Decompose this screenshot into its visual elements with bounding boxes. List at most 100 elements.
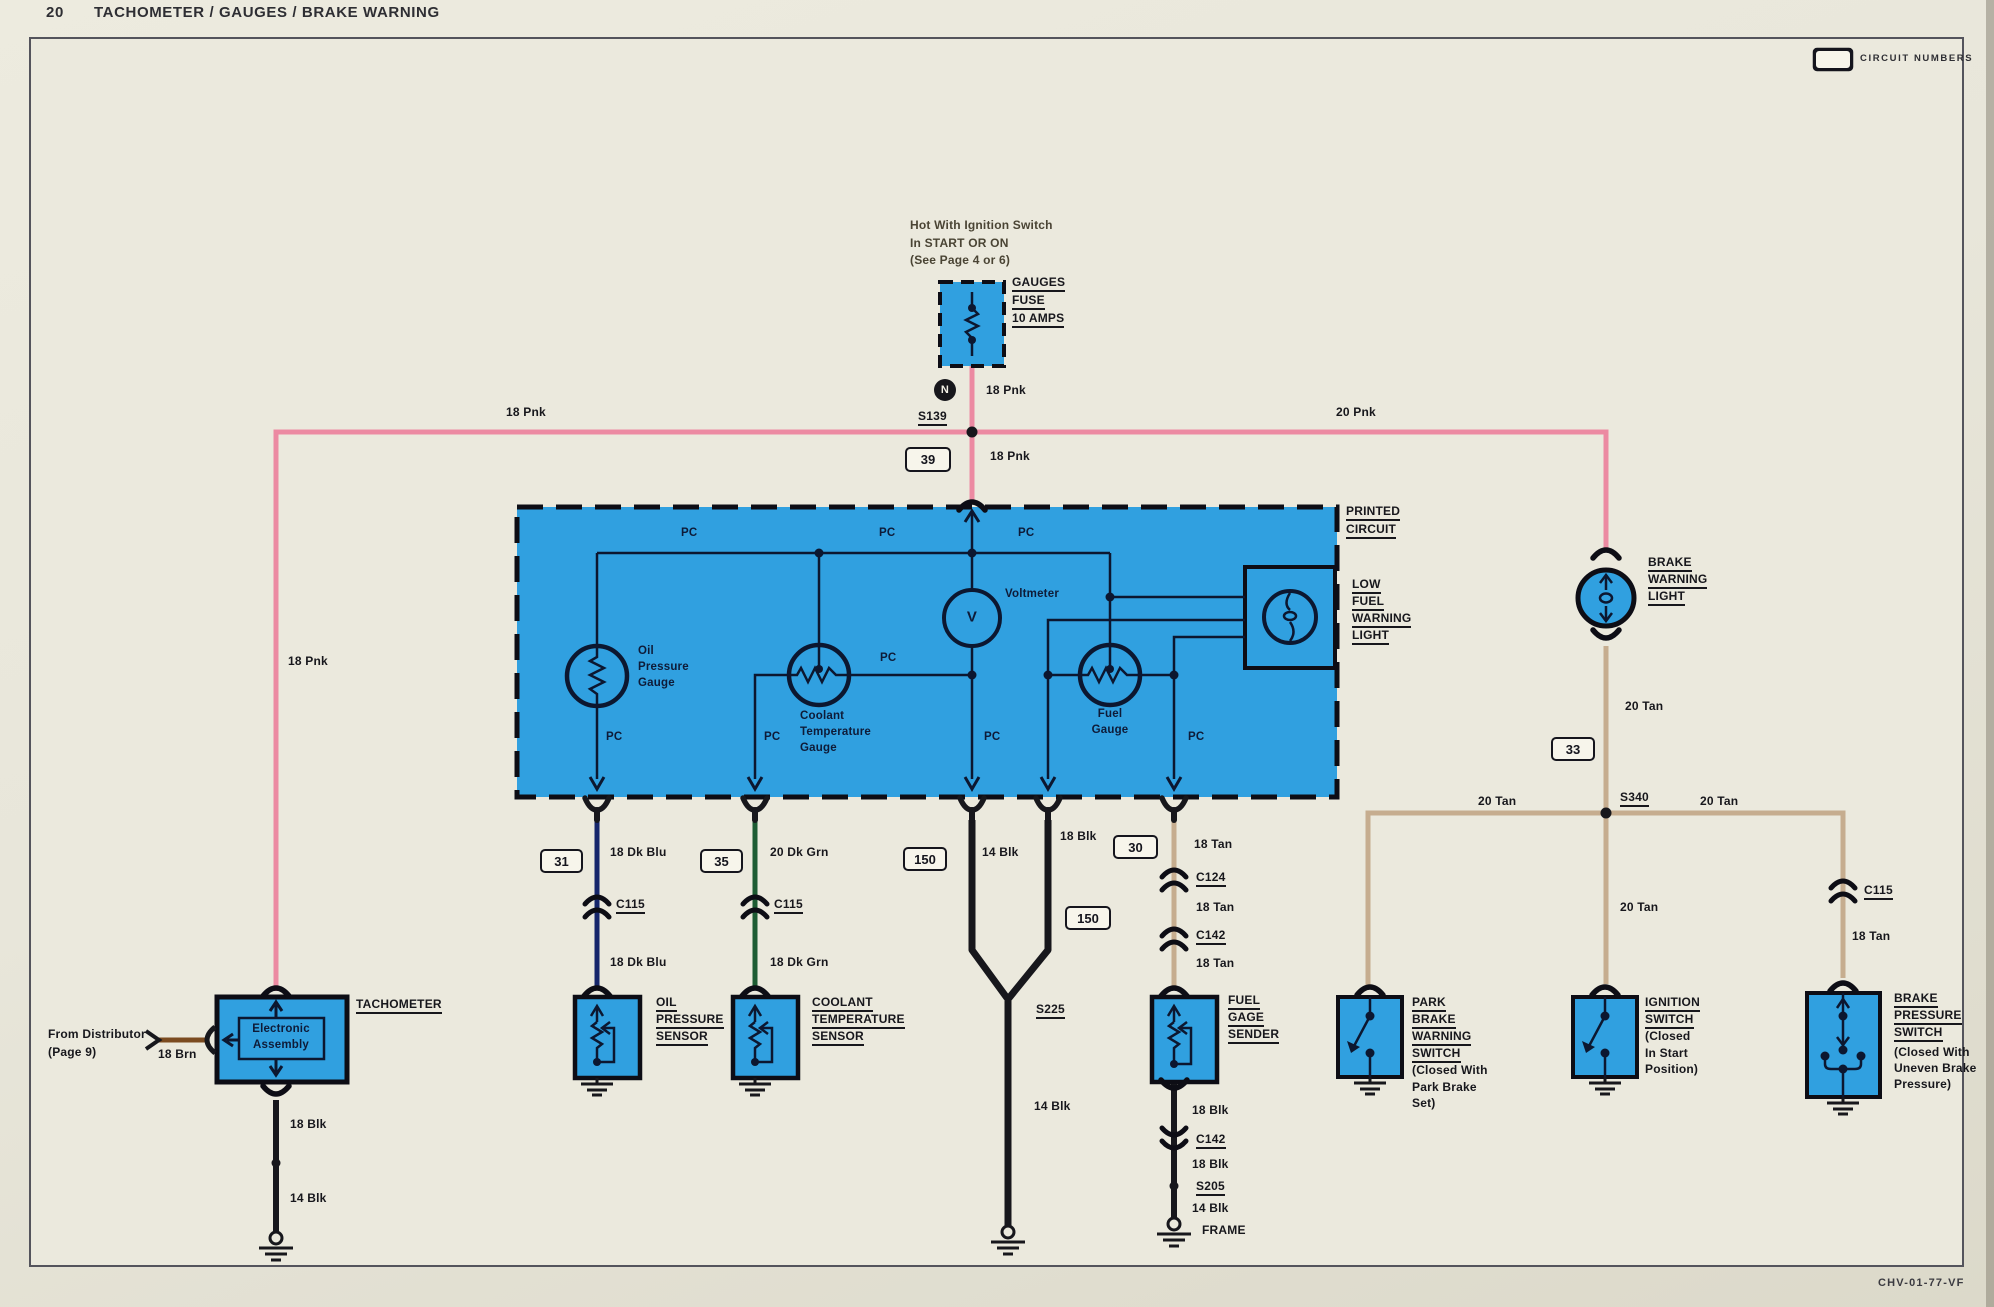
wire-20pnk-right: 20 Pnk	[1336, 405, 1376, 419]
brake-warning-light-lamp	[1575, 567, 1637, 629]
tachometer-label: TACHOMETER	[356, 997, 442, 1015]
brake-warning-3: LIGHT	[1648, 589, 1685, 607]
conn-c115-oil: C115	[616, 897, 645, 915]
oil-gauge-1: Oil	[638, 645, 654, 657]
pc-label-3: PC	[1018, 527, 1035, 539]
printed-circuit-2: CIRCUIT	[1346, 522, 1397, 540]
brake-warning-light-filament	[1598, 572, 1614, 624]
wire-14blk-c: 14 Blk	[1192, 1201, 1229, 1215]
wire-18blk-a: 18 Blk	[1060, 829, 1097, 843]
wire-20tan-c: 20 Tan	[1700, 794, 1739, 808]
park-brake-3: WARNING	[1412, 1029, 1472, 1047]
black-wires	[273, 820, 1177, 1232]
harness-connectors	[582, 795, 1189, 823]
circuit-35: 35	[700, 849, 743, 873]
low-fuel-4: LIGHT	[1352, 628, 1389, 646]
frame-label: FRAME	[1202, 1223, 1246, 1237]
electronic-assembly-2: Assembly	[253, 1039, 309, 1051]
oil-sensor-connector	[581, 985, 613, 999]
fuel-sender-3: SENDER	[1228, 1027, 1280, 1045]
brake-pressure-1: BRAKE	[1894, 991, 1938, 1009]
printed-circuit-traces	[564, 508, 1318, 792]
gauges-fuse-3: 10 AMPS	[1012, 311, 1065, 329]
oil-gauge-2: Pressure	[638, 661, 689, 673]
park-brake-5: (Closed With	[1412, 1063, 1488, 1077]
ignition-2: SWITCH	[1645, 1012, 1694, 1030]
brake-pressure-5: Uneven Brake	[1894, 1061, 1977, 1075]
wire-20tan-b: 20 Tan	[1478, 794, 1517, 808]
wire-18tan-c: 18 Tan	[1196, 956, 1235, 970]
page-number: 20	[46, 4, 64, 21]
pc-label-2: PC	[879, 527, 896, 539]
splice-s139: S139	[918, 409, 947, 427]
wire-18pnk-a: 18 Pnk	[986, 383, 1026, 397]
gauges-fuse-2: FUSE	[1012, 293, 1045, 311]
brake-warning-2: WARNING	[1648, 572, 1708, 590]
splice-s205: S205	[1196, 1179, 1225, 1197]
fuel-gauge-1: Fuel	[1097, 708, 1123, 720]
coolant-gauge-2: Temperature	[800, 726, 872, 738]
coolant-sensor-2: TEMPERATURE	[812, 1012, 905, 1030]
coolant-gauge-3: Gauge	[800, 742, 837, 754]
conn-c124: C124	[1196, 870, 1226, 888]
low-fuel-2: FUEL	[1352, 594, 1385, 612]
ignition-3: (Closed	[1645, 1029, 1691, 1043]
wire-14blk-b: 14 Blk	[1034, 1099, 1071, 1113]
oil-sensor-1: OIL	[656, 995, 677, 1013]
pc-label-5: PC	[764, 731, 781, 743]
tachometer-internals	[221, 999, 326, 1078]
wire-18pnk-b: 18 Pnk	[990, 449, 1030, 463]
ignition-4: In Start	[1645, 1046, 1688, 1060]
park-brake-6: Park Brake	[1412, 1080, 1477, 1094]
circuit-39: 39	[905, 447, 951, 472]
ground-symbols	[259, 1077, 1859, 1262]
hot-note-1: Hot With Ignition Switch	[910, 218, 1053, 232]
wire-20dkgrn: 20 Dk Grn	[770, 845, 829, 859]
wire-18tan-a: 18 Tan	[1194, 837, 1233, 851]
park-brake-7: Set)	[1412, 1096, 1436, 1110]
inline-connectors	[582, 867, 1858, 1151]
pc-label-4: PC	[606, 731, 623, 743]
low-fuel-warning-light-box	[1243, 565, 1337, 670]
fuel-gauge-2: Gauge	[1091, 724, 1129, 736]
coolant-gauge-1: Coolant	[800, 710, 845, 722]
oil-sensor-2: PRESSURE	[656, 1012, 724, 1030]
wire-18blk-tach: 18 Blk	[290, 1117, 327, 1131]
tachometer-top-connector	[260, 985, 292, 999]
fuel-gage-sender-box	[1149, 994, 1220, 1085]
gauges-fuse-1: GAUGES	[1012, 275, 1066, 293]
footer-code: CHV-01-77-VF	[1878, 1277, 1965, 1289]
coolant-sensor-connector	[739, 985, 771, 999]
brake-warning-1: BRAKE	[1648, 555, 1692, 573]
circuit-30: 30	[1113, 835, 1158, 859]
from-distributor-1: From Distributor	[48, 1027, 146, 1041]
park-brake-1: PARK	[1412, 995, 1446, 1013]
wire-18dkblu-b: 18 Dk Blu	[610, 955, 667, 969]
coolant-sensor-3: SENSOR	[812, 1029, 864, 1047]
legend-box	[1814, 49, 1852, 70]
oil-sensor-3: SENSOR	[656, 1029, 708, 1047]
splice-dots	[271, 426, 1612, 1191]
fuel-sender-1: FUEL	[1228, 993, 1261, 1011]
page-title: TACHOMETER / GAUGES / BRAKE WARNING	[94, 4, 440, 21]
ignition-1: IGNITION	[1645, 995, 1700, 1013]
voltmeter-label: Voltmeter	[1005, 588, 1059, 600]
wire-14blk-a: 14 Blk	[982, 845, 1019, 859]
circuit-31: 31	[540, 849, 583, 873]
oil-gauge-3: Gauge	[638, 677, 675, 689]
fuse-symbol	[963, 292, 981, 356]
component-boxes	[214, 280, 1882, 1099]
brake-pressure-connector	[1827, 980, 1859, 994]
ignition-connector	[1589, 984, 1621, 998]
conn-c115-cool: C115	[774, 897, 803, 915]
pc-label-1: PC	[681, 527, 698, 539]
wire-18brn: 18 Brn	[158, 1047, 197, 1061]
ignition-5: Position)	[1645, 1062, 1699, 1076]
low-fuel-3: WARNING	[1352, 611, 1412, 629]
distributor-connector	[144, 1025, 217, 1055]
electronic-assembly-1: Electronic	[252, 1023, 310, 1035]
wire-14blk-tach: 14 Blk	[290, 1191, 327, 1205]
